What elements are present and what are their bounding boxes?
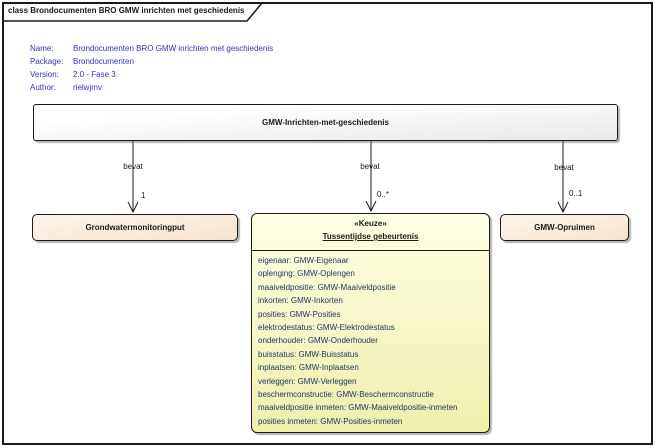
multiplicity-left: 1 [141,191,146,200]
metadata-row-author: Author: rielwjmv [30,81,273,94]
multiplicity-right: 0..1 [569,189,583,198]
metadata-label: Version: [30,70,59,79]
association-bevat-grondwatermonitoringput[interactable] [127,141,139,214]
class-name: GMW-Opruimen [534,223,595,232]
metadata-value: Brondocumenten [73,57,134,66]
metadata-row-version: Version: 2.0 - Fase 3 [30,68,273,81]
metadata-label: Package: [30,57,64,66]
open-arrowhead-icon [557,201,569,214]
class-grondwatermonitoringput[interactable]: Grondwatermonitoringput [32,214,238,241]
attribute: oplenging: GMW-Oplengen [258,269,355,279]
metadata-row-name: Name: Brondocumenten BRO GMW inrichten m… [30,42,273,55]
attribute: buisstatus: GMW-Buisstatus [258,349,359,359]
class-header: «Keuze» Tussentijdse gebeurtenis [252,214,489,251]
association-bevat-gmw-opruimen[interactable] [557,141,569,214]
diagram-metadata: Name: Brondocumenten BRO GMW inrichten m… [30,42,273,94]
multiplicity-middle: 0..* [377,190,390,199]
open-arrowhead-icon [365,200,377,213]
metadata-value: Brondocumenten BRO GMW inrichten met ges… [73,44,274,53]
class-gmw-opruimen[interactable]: GMW-Opruimen [500,214,629,241]
attribute: onderhouder: GMW-Onderhouder [258,336,378,346]
metadata-value: 2.0 - Fase 3 [73,70,116,79]
metadata-label: Name: [30,44,54,53]
class-name: Tussentijdse gebeurtenis [322,232,419,241]
metadata-value: rielwjmv [73,83,102,92]
attribute: posities inmeten: GMW-Posities-inmeten [258,416,403,426]
attribute: eigenaar: GMW-Eigenaar [258,256,349,265]
class-tussentijdse-gebeurtenis[interactable]: «Keuze» Tussentijdse gebeurtenis eigenaa… [251,213,490,433]
association-bevat-tussentijdse-gebeurtenis[interactable] [365,141,377,213]
association-label-middle: bevat [360,162,380,171]
attribute: inplaatsen: GMW-Inplaatsen [258,363,359,373]
diagram-tab-title: class Brondocumenten BRO GMW inrichten m… [8,6,245,15]
association-label-right: bevat [554,163,574,172]
attribute: maaiveldpositie inmeten: GMW-Maaiveldpos… [258,403,458,413]
class-name: GMW-Inrichten-met-geschiedenis [262,118,389,127]
class-name: Grondwatermonitoringput [85,223,185,232]
class-gmw-inrichten-met-geschiedenis[interactable]: GMW-Inrichten-met-geschiedenis [33,104,618,141]
attribute: elektrodestatus: GMW-Elektrodestatus [258,323,395,333]
attribute-compartment: eigenaar: GMW-Eigenaar oplenging: GMW-Op… [252,251,489,428]
frame-tab-outline [4,2,263,22]
attribute: maaiveldpositie: GMW-Maaiveldpositie [258,282,396,292]
open-arrowhead-icon [127,201,139,214]
metadata-label: Author: [30,83,56,92]
metadata-row-package: Package: Brondocumenten [30,55,273,68]
attribute: posities: GMW-Posities [258,309,341,319]
attribute: beschermconstructie: GMW-Beschermconstru… [258,390,434,400]
attribute: verleggen: GMW-Verleggen [258,376,357,386]
attribute: inkorten: GMW-Inkorten [258,296,343,306]
association-label-left: bevat [123,162,143,171]
class-stereotype: «Keuze» [354,219,387,228]
